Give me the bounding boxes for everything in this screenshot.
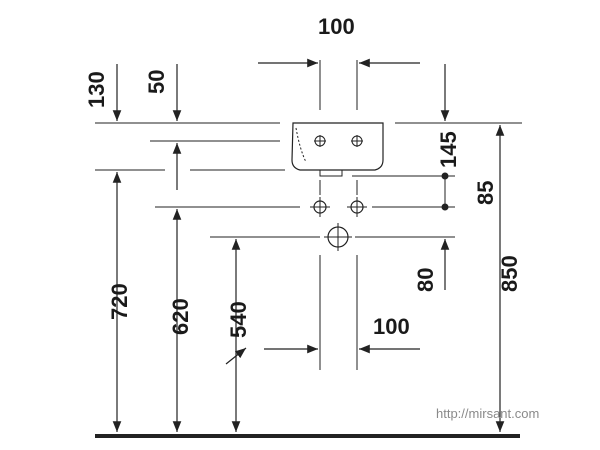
- height-145-label: 145: [436, 131, 461, 168]
- dimension-dot: [441, 203, 449, 211]
- height-540-label: 540: [226, 301, 251, 338]
- bottom-spacing-label: 100: [373, 314, 410, 339]
- centre-lines: [319, 60, 358, 370]
- drain-80-label: 80: [413, 268, 438, 292]
- height-620-label: 620: [168, 298, 193, 335]
- vertical-dimension-lines: [112, 172, 241, 432]
- drain-connection: [324, 223, 352, 251]
- water-connections: [310, 197, 367, 217]
- diagonal-arrow-icon: [225, 347, 247, 365]
- watermark-text: http://mirsant.com: [436, 406, 539, 421]
- top-spacing-label: 100: [318, 14, 355, 39]
- dimension-dot: [441, 172, 449, 180]
- washbasin: [291, 122, 384, 177]
- depth-50-label: 50: [144, 70, 169, 94]
- total-850-label: 850: [497, 255, 522, 292]
- depth-130-label: 130: [84, 71, 109, 108]
- height-720-label: 720: [107, 283, 132, 320]
- spacing-85-label: 85: [473, 181, 498, 205]
- extension-lines: [95, 122, 522, 238]
